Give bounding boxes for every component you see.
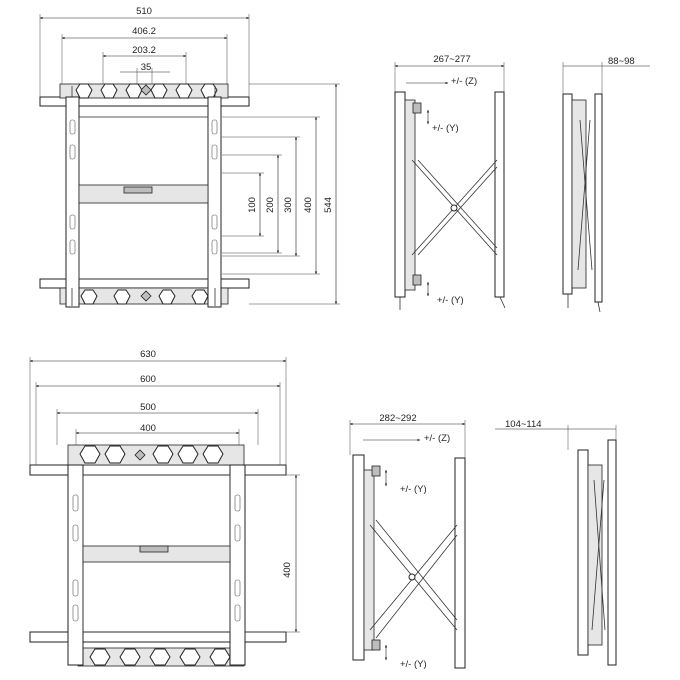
- front-post: [394, 91, 406, 298]
- side-depth-dim: 267~277: [394, 54, 505, 92]
- front-post: [562, 93, 573, 295]
- arm-line: [577, 119, 591, 271]
- upright-slots: [72, 494, 241, 622]
- front-bracket: [404, 99, 416, 291]
- adjust-knobs: [371, 465, 381, 651]
- pivot: [450, 204, 458, 212]
- dim-label: 630: [140, 349, 156, 360]
- dim-203: 203.2: [102, 45, 187, 84]
- top-front-view: 510 406.2 203.2 35 100 200: [39, 6, 340, 308]
- feet: [399, 296, 506, 310]
- dim-544: 544: [249, 83, 340, 305]
- dim-630: 630: [29, 349, 287, 465]
- y-label-bottom: +/- (Y): [384, 644, 427, 670]
- dim-400: 400: [222, 116, 320, 275]
- dim-label: 406.2: [132, 26, 156, 37]
- dim-100: 100: [222, 172, 264, 237]
- front-bracket: [363, 469, 375, 651]
- z-label: +/- (Z): [363, 433, 450, 444]
- dim-label: 400: [282, 562, 293, 578]
- y-label-text: +/- (Y): [437, 295, 464, 306]
- dim-500: 500: [56, 402, 259, 445]
- dim-400-v: 400: [245, 474, 300, 633]
- arm-line: [593, 479, 606, 631]
- dim-label: 600: [140, 374, 156, 385]
- top-profile-view: 88~98: [562, 56, 650, 313]
- dim-label: 544: [323, 197, 334, 213]
- crossbar-bracket: [139, 545, 169, 553]
- crossbar-bracket: [123, 186, 153, 194]
- y-label-text: +/- (Y): [400, 484, 427, 495]
- top-clip-row: [79, 445, 224, 464]
- dim-label: 104~114: [505, 419, 542, 430]
- dim-label: 267~277: [433, 54, 470, 65]
- y-label-text: +/- (Y): [432, 123, 459, 134]
- dim-300: 300: [222, 136, 300, 257]
- bottom-front-view: 630 600 500 400 400: [29, 349, 300, 667]
- y-label-top: +/- (Y): [384, 469, 427, 495]
- dim-600: 600: [35, 374, 281, 465]
- y-label-text: +/- (Y): [400, 659, 427, 670]
- arm-line: [579, 119, 593, 271]
- side-depth-dim: 282~292: [349, 413, 466, 458]
- profile-depth-dim: 104~114: [495, 419, 617, 450]
- pivot: [408, 573, 416, 581]
- dim-label: 200: [265, 197, 276, 213]
- dim-label: 203.2: [132, 45, 156, 56]
- folded-arms: [587, 464, 603, 646]
- bottom-clip-row: [89, 648, 231, 666]
- dim-label: 100: [247, 197, 258, 213]
- dim-510: 510: [39, 6, 250, 97]
- left-upright: [65, 96, 80, 308]
- dim-400-h: 400: [75, 423, 240, 445]
- rear-post: [607, 439, 617, 666]
- dim-label: 300: [283, 197, 294, 213]
- profile-depth-dim: 88~98: [562, 56, 650, 94]
- feet: [567, 294, 601, 313]
- dim-406: 406.2: [61, 26, 228, 84]
- dim-label: 88~98: [608, 56, 635, 67]
- y-label-top: +/- (Y): [426, 109, 459, 134]
- bottom-side-view: 282~292 +/- (Z) +/- (Y) +/- (Y): [349, 413, 466, 670]
- front-post: [352, 454, 365, 661]
- bottom-profile-view: 104~114: [495, 419, 617, 666]
- rear-post: [494, 91, 505, 298]
- dim-200: 200: [222, 154, 282, 254]
- dim-label: 400: [303, 197, 314, 213]
- dim-label: 282~292: [379, 413, 416, 424]
- front-post: [577, 449, 589, 656]
- z-label: +/- (Z): [406, 76, 477, 87]
- dim-label: 400: [140, 423, 156, 434]
- top-side-view: 267~277 +/- (Z) +/- (Y) +/- (Y): [394, 54, 506, 310]
- z-label-text: +/- (Z): [451, 76, 477, 87]
- dim-label: 35: [141, 62, 152, 73]
- rear-post: [454, 457, 466, 669]
- bottom-clip-row: [80, 289, 209, 305]
- rear-post: [594, 93, 603, 303]
- y-label-bottom: +/- (Y): [426, 281, 464, 306]
- arm-line: [591, 479, 605, 631]
- leveling-feet: [71, 86, 216, 306]
- upright-slots: [69, 119, 218, 255]
- middle-crossbar: [78, 184, 209, 204]
- adjust-knobs: [412, 102, 422, 286]
- dim-35: 35: [120, 62, 170, 84]
- top-clip-row: [75, 83, 218, 99]
- z-label-text: +/- (Z): [424, 433, 450, 444]
- right-upright: [207, 96, 222, 308]
- dim-label: 500: [140, 402, 156, 413]
- dim-label: 510: [136, 6, 152, 17]
